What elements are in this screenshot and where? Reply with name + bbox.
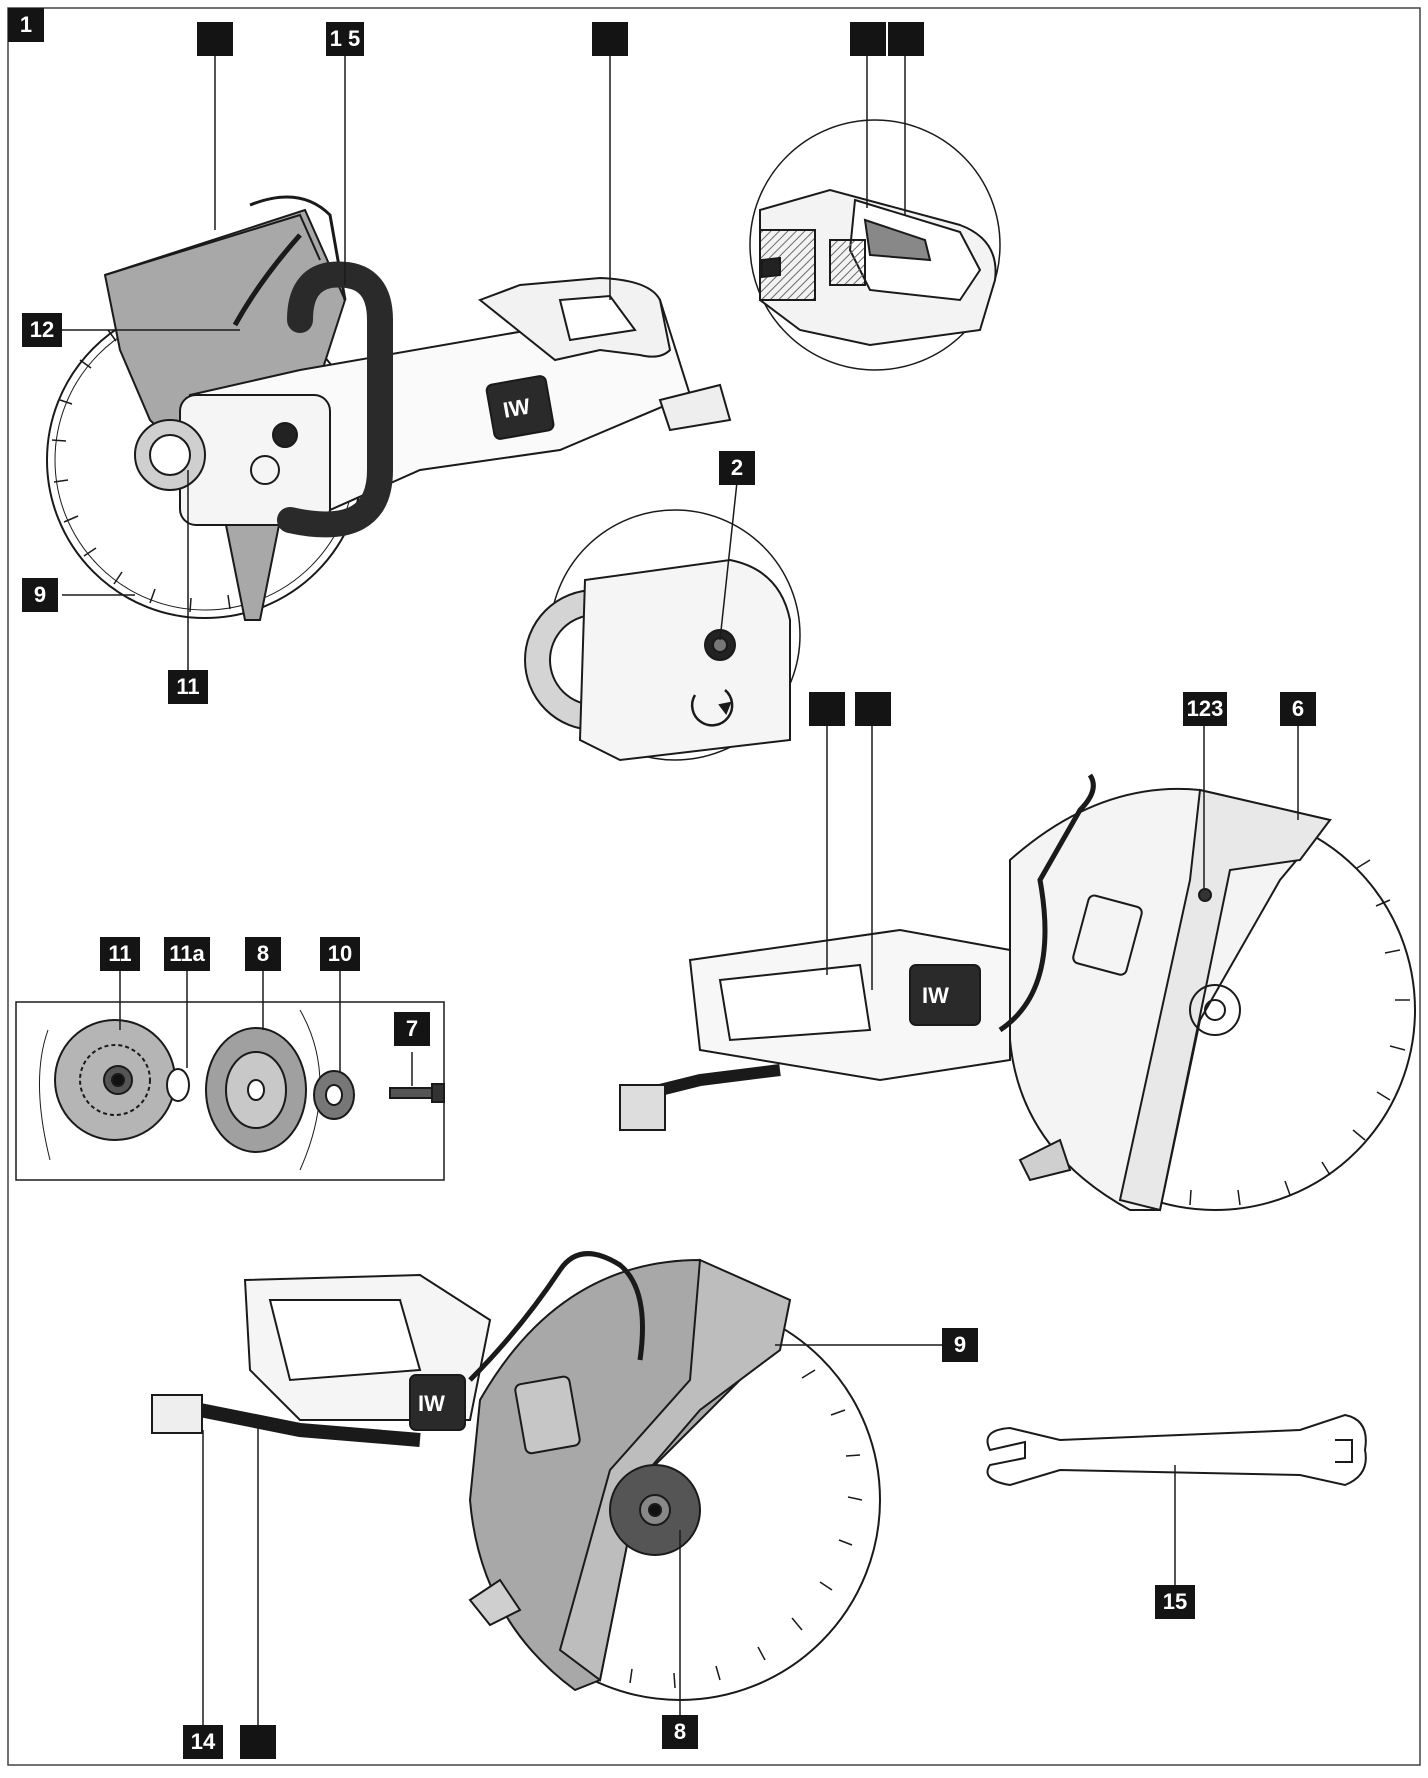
callout-label: 8	[662, 1715, 698, 1749]
cut-off-saw-side-view-icon: IW	[619, 773, 1416, 1212]
callout-label: 9	[22, 578, 58, 612]
callout-label: 6	[1280, 692, 1316, 726]
callout-label: 2	[719, 451, 755, 485]
callout-label: 11	[168, 670, 208, 704]
callout-label	[197, 22, 233, 56]
callout-label: 7	[394, 1012, 430, 1046]
svg-text:IW: IW	[922, 983, 949, 1008]
cut-off-saw-front-view-icon: IW	[46, 195, 732, 621]
spindle-lock-detail-magnifier-icon	[524, 509, 801, 762]
callout-label	[592, 22, 628, 56]
blade-assembly-parts-icon	[15, 1001, 445, 1181]
trigger-detail-magnifier-icon	[749, 119, 1001, 371]
page-border	[7, 7, 1421, 1766]
callout-label: 15	[1155, 1585, 1195, 1619]
callout-label: 10	[320, 937, 360, 971]
figure-number-badge: 1	[8, 8, 44, 42]
open-end-wrench-icon	[986, 1413, 1367, 1487]
callout-label: 14	[183, 1725, 223, 1759]
callout-label: 11a	[164, 937, 210, 971]
callout-label	[850, 22, 886, 56]
callout-label	[855, 692, 891, 726]
callout-label	[809, 692, 845, 726]
callout-label: 1 5	[326, 22, 364, 56]
callout-label: 12	[22, 313, 62, 347]
leader-lines	[62, 55, 1299, 1725]
callout-label: 8	[245, 937, 281, 971]
callout-label: 9	[942, 1328, 978, 1362]
svg-text:IW: IW	[501, 393, 532, 422]
cut-off-saw-rear-view-icon: IW	[151, 1251, 881, 1701]
svg-text:IW: IW	[418, 1391, 445, 1416]
callout-label: 123	[1183, 692, 1227, 726]
callout-label: 11	[100, 937, 140, 971]
callout-label	[888, 22, 924, 56]
callout-label	[240, 1725, 276, 1759]
